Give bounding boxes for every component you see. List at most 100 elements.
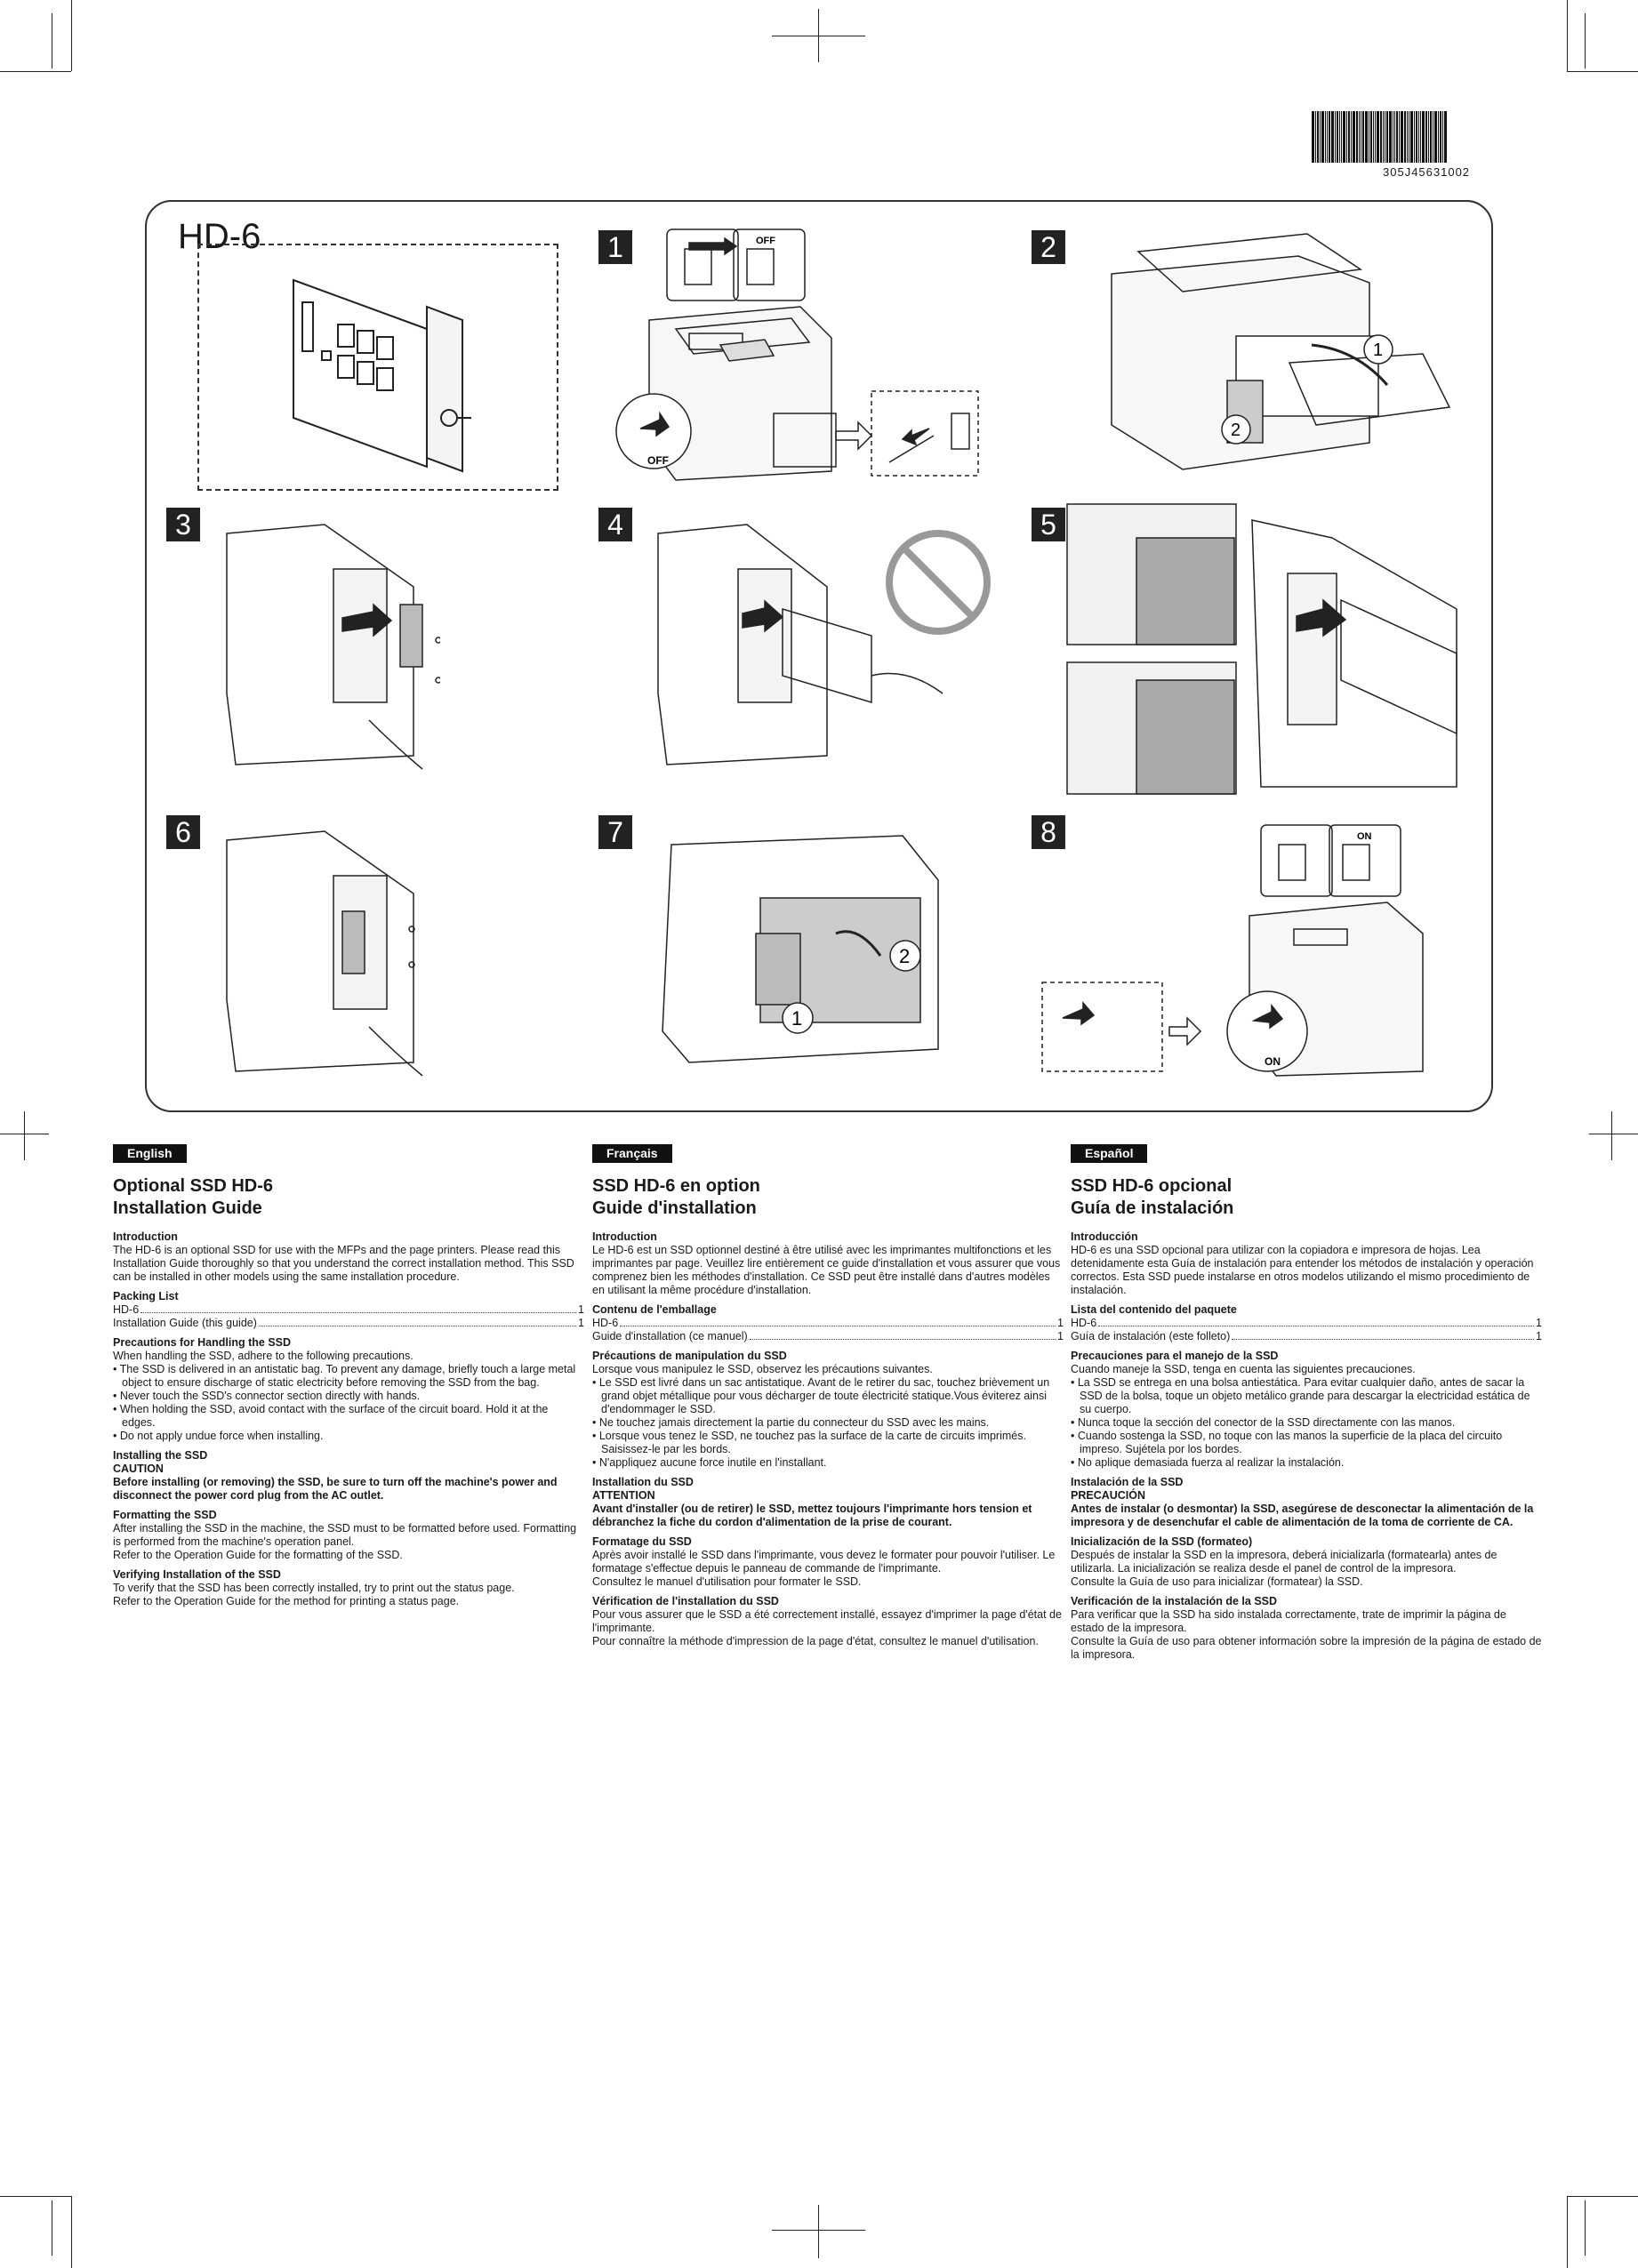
packing-row: Guide d'installation (ce manuel)1 bbox=[592, 1330, 1064, 1342]
paragraph: Après avoir installé le SSD dans l'impri… bbox=[592, 1549, 1056, 1575]
caution-heading: PRECAUCIÓN bbox=[1071, 1489, 1146, 1502]
section-heading: Introducción bbox=[1071, 1230, 1138, 1243]
language-tag-english: English bbox=[113, 1144, 187, 1163]
paragraph: Consulte la Guía de uso para obtener inf… bbox=[1071, 1635, 1542, 1661]
precaution-list: Le SSD est livré dans un sac antistatiqu… bbox=[592, 1376, 1064, 1470]
paragraph: Lorsque vous manipulez le SSD, observez … bbox=[592, 1363, 933, 1375]
section-heading: Precauciones para el manejo de la SSD bbox=[1071, 1350, 1279, 1362]
paragraph: Consulte la Guía de uso para inicializar… bbox=[1071, 1575, 1363, 1588]
list-item: Ne touchez jamais directement la partie … bbox=[592, 1416, 1064, 1430]
list-item: When holding the SSD, avoid contact with… bbox=[113, 1403, 584, 1430]
packing-row: Installation Guide (this guide)1 bbox=[113, 1317, 584, 1329]
list-item: La SSD se entrega en una bolsa antiestát… bbox=[1071, 1376, 1542, 1416]
paragraph: The HD-6 is an optional SSD for use with… bbox=[113, 1244, 574, 1283]
step-1-number: 1 bbox=[598, 230, 632, 264]
step-2-number: 2 bbox=[1032, 230, 1065, 264]
paragraph: Pour vous assurer que le SSD a été corre… bbox=[592, 1608, 1062, 1634]
on-label-top: ON bbox=[1357, 831, 1372, 842]
caution-text: Avant d'installer (ou de retirer) le SSD… bbox=[592, 1503, 1032, 1528]
caution-heading: CAUTION bbox=[113, 1463, 164, 1475]
paragraph: After installing the SSD in the machine,… bbox=[113, 1522, 577, 1548]
paragraph: Para verificar que la SSD ha sido instal… bbox=[1071, 1608, 1506, 1634]
title: Optional SSD HD-6 bbox=[113, 1176, 274, 1196]
step-6-number: 6 bbox=[166, 815, 200, 849]
precaution-list: La SSD se entrega en una bolsa antiestát… bbox=[1071, 1376, 1542, 1470]
caution-text: Antes de instalar (o desmontar) la SSD, … bbox=[1071, 1503, 1534, 1528]
step-3-number: 3 bbox=[166, 508, 200, 541]
step-7-number: 7 bbox=[598, 815, 632, 849]
section-heading: Installing the SSD bbox=[113, 1449, 208, 1462]
step-7-illustration: 2 1 bbox=[662, 835, 939, 1063]
list-item: Lorsque vous tenez le SSD, ne touchez pa… bbox=[592, 1430, 1064, 1456]
section-heading: Introduction bbox=[113, 1230, 178, 1243]
circled-2-step7: 2 bbox=[899, 945, 910, 967]
section-heading: Précautions de manipulation du SSD bbox=[592, 1350, 787, 1362]
circled-1-step2: 1 bbox=[1373, 341, 1383, 360]
section-heading: Inicialización de la SSD (formateo) bbox=[1071, 1535, 1253, 1548]
step-5-number: 5 bbox=[1032, 508, 1065, 541]
off-label-top: OFF bbox=[756, 236, 775, 246]
paragraph: Cuando maneje la SSD, tenga en cuenta la… bbox=[1071, 1363, 1416, 1375]
paragraph: To verify that the SSD has been correctl… bbox=[113, 1582, 515, 1594]
section-heading: Contenu de l'emballage bbox=[592, 1303, 717, 1316]
subtitle: Installation Guide bbox=[113, 1198, 262, 1218]
step-2-illustration: 1 2 bbox=[1111, 233, 1451, 470]
doc-title-english: Optional SSD HD-6 Installation Guide bbox=[113, 1175, 584, 1220]
product-outline-box bbox=[197, 244, 558, 491]
french-column: Français SSD HD-6 en option Guide d'inst… bbox=[592, 1144, 1064, 1648]
list-item: Never touch the SSD's connector section … bbox=[113, 1390, 584, 1403]
circled-2-step2: 2 bbox=[1231, 421, 1241, 440]
language-tag-french: Français bbox=[592, 1144, 672, 1163]
section-heading: Instalación de la SSD bbox=[1071, 1476, 1184, 1488]
caution-heading: ATTENTION bbox=[592, 1489, 655, 1502]
section-heading: Vérification de l'installation du SSD bbox=[592, 1595, 779, 1607]
barcode-number: 305J45631002 bbox=[1383, 165, 1471, 179]
language-tag-spanish: Español bbox=[1071, 1144, 1148, 1163]
precaution-list: The SSD is delivered in an antistatic ba… bbox=[113, 1363, 584, 1443]
step-4-number: 4 bbox=[598, 508, 632, 541]
product-name: HD-6 bbox=[178, 217, 261, 256]
subtitle: Guía de instalación bbox=[1071, 1198, 1234, 1218]
section-heading: Lista del contenido del paquete bbox=[1071, 1303, 1237, 1316]
caution-text: Before installing (or removing) the SSD,… bbox=[113, 1476, 558, 1502]
on-label-switch: ON bbox=[1265, 1055, 1281, 1068]
packing-row: Guía de instalación (este folleto)1 bbox=[1071, 1330, 1542, 1342]
section-heading: Precautions for Handling the SSD bbox=[113, 1336, 292, 1349]
section-heading: Formatting the SSD bbox=[113, 1509, 217, 1521]
section-heading: Packing List bbox=[113, 1290, 179, 1302]
list-item: No aplique demasiada fuerza al realizar … bbox=[1071, 1456, 1542, 1470]
step-8-number: 8 bbox=[1032, 815, 1065, 849]
barcode bbox=[1312, 111, 1494, 163]
step-3-illustration bbox=[226, 524, 440, 770]
paragraph: HD-6 es una SSD opcional para utilizar c… bbox=[1071, 1244, 1534, 1296]
list-item: Do not apply undue force when installing… bbox=[113, 1430, 584, 1443]
title: SSD HD-6 en option bbox=[592, 1176, 760, 1196]
list-item: The SSD is delivered in an antistatic ba… bbox=[113, 1363, 584, 1390]
ssd-card-illustration bbox=[293, 278, 471, 473]
paragraph: Después de instalar la SSD en la impreso… bbox=[1071, 1549, 1497, 1575]
step-8-illustration: ON ON bbox=[1041, 824, 1424, 1077]
step-4-illustration bbox=[657, 524, 991, 765]
off-label-switch: OFF bbox=[647, 454, 669, 467]
step-5-illustration bbox=[1066, 503, 1457, 795]
paragraph: Consultez le manuel d'utilisation pour f… bbox=[592, 1575, 862, 1588]
list-item: Cuando sostenga la SSD, no toque con las… bbox=[1071, 1430, 1542, 1456]
paragraph: When handling the SSD, adhere to the fol… bbox=[113, 1350, 414, 1362]
section-heading: Formatage du SSD bbox=[592, 1535, 692, 1548]
step-1-illustration: OFF OFF bbox=[615, 228, 979, 481]
english-column: English Optional SSD HD-6 Installation G… bbox=[113, 1144, 584, 1608]
paragraph: Le HD-6 est un SSD optionnel destiné à ê… bbox=[592, 1244, 1061, 1296]
list-item: N'appliquez aucune force inutile en l'in… bbox=[592, 1456, 1064, 1470]
illustration-panel bbox=[145, 200, 1493, 1112]
subtitle: Guide d'installation bbox=[592, 1198, 757, 1218]
list-item: Nunca toque la sección del conector de l… bbox=[1071, 1416, 1542, 1430]
step-6-illustration bbox=[226, 830, 423, 1077]
section-heading: Introduction bbox=[592, 1230, 657, 1243]
doc-title-spanish: SSD HD-6 opcional Guía de instalación bbox=[1071, 1175, 1542, 1220]
title: SSD HD-6 opcional bbox=[1071, 1176, 1233, 1196]
paragraph: Refer to the Operation Guide for the met… bbox=[113, 1595, 460, 1607]
list-item: Le SSD est livré dans un sac antistatiqu… bbox=[592, 1376, 1064, 1416]
doc-title-french: SSD HD-6 en option Guide d'installation bbox=[592, 1175, 1064, 1220]
